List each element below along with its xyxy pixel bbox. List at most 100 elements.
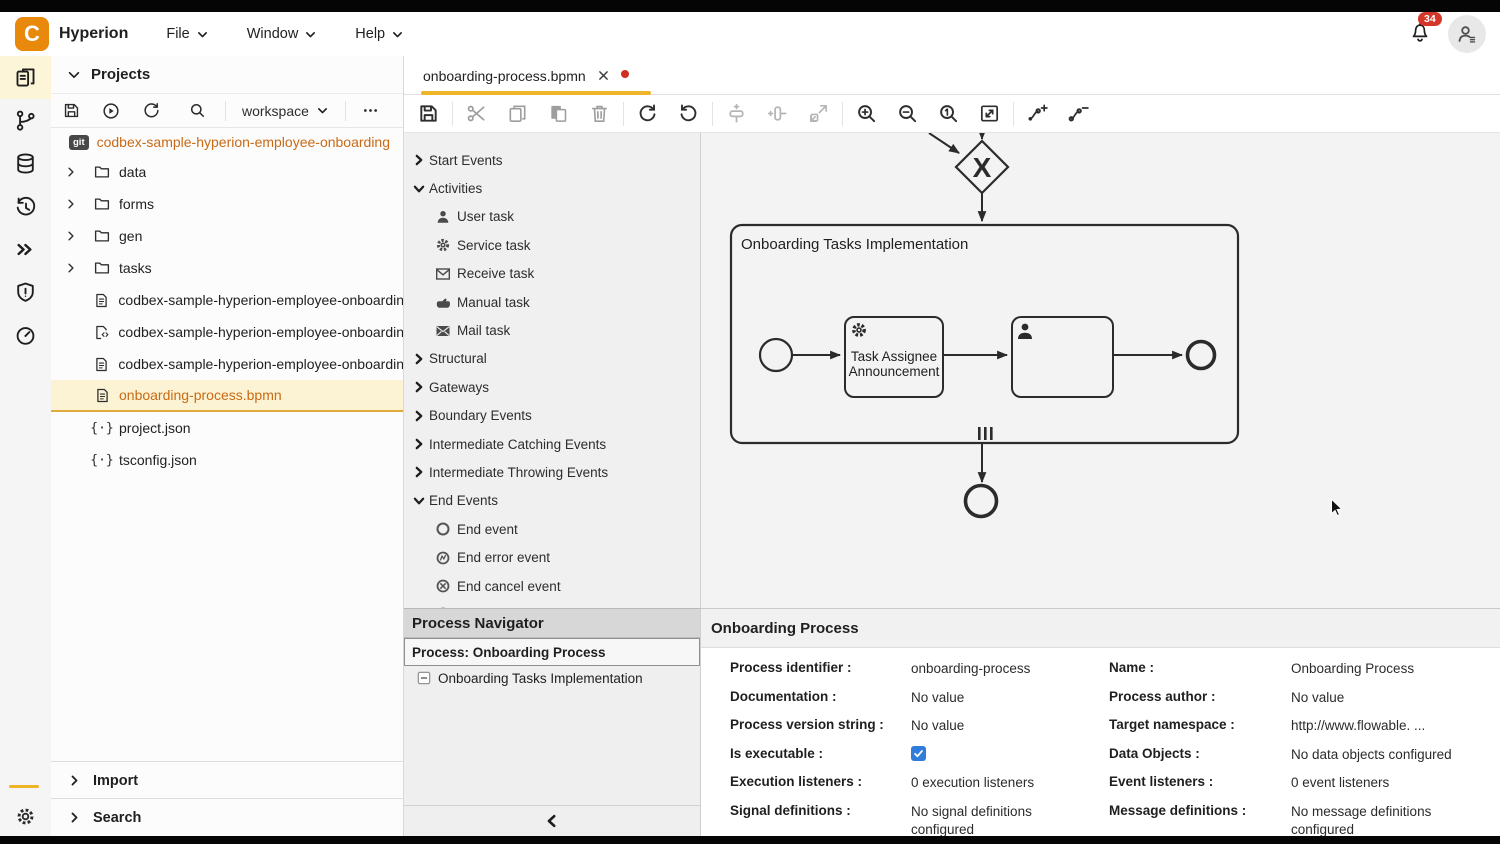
property-value[interactable]: No signal definitions configured bbox=[911, 803, 1061, 839]
menu-window[interactable]: Window bbox=[247, 26, 318, 42]
subprocess-onboarding-tasks[interactable]: Onboarding Tasks Implementation bbox=[731, 225, 1238, 443]
palette-group-structural[interactable]: Structural bbox=[404, 345, 700, 373]
user-task[interactable] bbox=[1012, 317, 1113, 397]
palette-item-end-terminate-event[interactable]: End terminate event bbox=[404, 600, 700, 608]
notifications-button[interactable]: 34 bbox=[1408, 21, 1434, 47]
task-label-line2: Announcement bbox=[849, 364, 940, 379]
navigator-item-subprocess[interactable]: Onboarding Tasks Implementation bbox=[404, 666, 700, 690]
zoom-actual-button[interactable] bbox=[936, 102, 960, 126]
activity-database-button[interactable] bbox=[0, 142, 51, 185]
palette-item-user-task[interactable]: User task bbox=[404, 203, 700, 231]
palette-item-service-task[interactable]: Service task bbox=[404, 231, 700, 259]
chevron-right-icon[interactable] bbox=[65, 262, 79, 274]
zoom-in-button[interactable] bbox=[854, 102, 878, 126]
refresh-icon[interactable] bbox=[131, 101, 171, 120]
workspace-dropdown[interactable]: workspace bbox=[226, 103, 345, 119]
end-event-outer[interactable] bbox=[966, 486, 997, 517]
end-event-inner[interactable] bbox=[1188, 342, 1215, 369]
close-icon[interactable] bbox=[597, 69, 610, 82]
save-all-button[interactable] bbox=[51, 101, 91, 120]
chevron-right-icon[interactable] bbox=[65, 230, 79, 242]
align-vertical-center-button[interactable] bbox=[724, 102, 748, 126]
palette-item-mail-task[interactable]: Mail task bbox=[404, 316, 700, 344]
cut-button[interactable] bbox=[464, 102, 488, 126]
start-event[interactable] bbox=[760, 339, 792, 371]
property-value[interactable]: onboarding-process bbox=[911, 660, 1101, 678]
tree-file-row[interactable]: codbex-sample-hyperion-employee-onboardi… bbox=[51, 284, 403, 316]
palette-item-end-event[interactable]: End event bbox=[404, 515, 700, 543]
delete-button[interactable] bbox=[587, 102, 611, 126]
search-icon[interactable] bbox=[177, 101, 217, 120]
activity-security-button[interactable] bbox=[0, 271, 51, 314]
property-value[interactable]: 0 event listeners bbox=[1291, 774, 1500, 792]
property-value[interactable]: No value bbox=[911, 689, 1101, 707]
user-avatar-button[interactable] bbox=[1448, 15, 1486, 53]
chevron-right-icon[interactable] bbox=[65, 166, 79, 178]
navigator-root-process[interactable]: Process: Onboarding Process bbox=[404, 638, 700, 666]
property-value[interactable]: 0 execution listeners bbox=[911, 774, 1101, 792]
property-value[interactable]: No message definitions configured bbox=[1291, 803, 1451, 839]
collapse-minus-icon[interactable] bbox=[417, 671, 431, 685]
activity-processes-button[interactable] bbox=[0, 228, 51, 271]
property-value[interactable]: No data objects configured bbox=[1291, 746, 1500, 764]
paste-button[interactable] bbox=[546, 102, 570, 126]
bpmn-canvas[interactable]: X Onboarding Tasks Implementation bbox=[701, 133, 1500, 608]
settings-button[interactable] bbox=[0, 798, 51, 834]
menu-help[interactable]: Help bbox=[355, 26, 404, 42]
projects-header[interactable]: Projects bbox=[51, 56, 403, 94]
exclusive-gateway[interactable]: X bbox=[956, 141, 1008, 193]
fit-to-screen-button[interactable] bbox=[977, 102, 1001, 126]
app-logo[interactable]: C bbox=[15, 17, 49, 51]
sequence-flow-incoming-diagonal[interactable] bbox=[929, 133, 959, 153]
repo-row[interactable]: git codbex-sample-hyperion-employee-onbo… bbox=[51, 128, 403, 156]
palette-group-boundary-events[interactable]: Boundary Events bbox=[404, 402, 700, 430]
search-section[interactable]: Search bbox=[51, 798, 403, 836]
property-value[interactable]: No value bbox=[911, 717, 1101, 735]
same-size-button[interactable] bbox=[806, 102, 830, 126]
palette-group-intermediate-catching[interactable]: Intermediate Catching Events bbox=[404, 430, 700, 458]
tree-file-row[interactable]: {·} project.json bbox=[51, 412, 403, 444]
palette-item-end-error-event[interactable]: End error event bbox=[404, 543, 700, 571]
activity-files-button[interactable] bbox=[0, 56, 51, 99]
property-value[interactable]: Onboarding Process bbox=[1291, 660, 1500, 678]
tree-folder-gen[interactable]: gen bbox=[51, 220, 403, 252]
add-bendpoint-button[interactable] bbox=[1025, 102, 1049, 126]
tree-file-row[interactable]: {·} tsconfig.json bbox=[51, 444, 403, 476]
chevron-right-icon[interactable] bbox=[65, 198, 79, 210]
palette-group-start-events[interactable]: Start Events bbox=[404, 146, 700, 174]
palette-item-end-cancel-event[interactable]: End cancel event bbox=[404, 572, 700, 600]
tree-file-row-selected[interactable]: onboarding-process.bpmn bbox=[51, 380, 403, 412]
tab-onboarding-process[interactable]: onboarding-process.bpmn bbox=[404, 56, 643, 95]
property-value[interactable]: No value bbox=[1291, 689, 1500, 707]
import-section[interactable]: Import bbox=[51, 761, 403, 799]
dock-divider bbox=[9, 785, 39, 788]
activity-git-button[interactable] bbox=[0, 99, 51, 142]
palette-group-end-events[interactable]: End Events bbox=[404, 487, 700, 515]
palette-group-activities[interactable]: Activities bbox=[404, 174, 700, 202]
zoom-out-button[interactable] bbox=[895, 102, 919, 126]
activity-history-button[interactable] bbox=[0, 185, 51, 228]
tree-folder-data[interactable]: data bbox=[51, 156, 403, 188]
menu-file[interactable]: File bbox=[166, 26, 208, 42]
undo-button[interactable] bbox=[676, 102, 700, 126]
more-options-button[interactable] bbox=[351, 101, 391, 120]
palette-group-gateways[interactable]: Gateways bbox=[404, 373, 700, 401]
align-horizontal-center-button[interactable] bbox=[765, 102, 789, 126]
publish-button[interactable] bbox=[91, 101, 131, 121]
tree-folder-forms[interactable]: forms bbox=[51, 188, 403, 220]
palette-item-manual-task[interactable]: Manual task bbox=[404, 288, 700, 316]
redo-button[interactable] bbox=[635, 102, 659, 126]
remove-bendpoint-button[interactable] bbox=[1066, 102, 1090, 126]
tree-folder-tasks[interactable]: tasks bbox=[51, 252, 403, 284]
activity-metrics-button[interactable] bbox=[0, 314, 51, 357]
collapse-panel-button[interactable] bbox=[404, 805, 700, 836]
is-executable-checkbox[interactable] bbox=[911, 746, 1101, 761]
service-task-assignee-announcement[interactable]: Task Assignee Announcement bbox=[845, 317, 943, 397]
save-button[interactable] bbox=[416, 102, 440, 126]
palette-item-receive-task[interactable]: Receive task bbox=[404, 260, 700, 288]
tree-file-row[interactable]: codbex-sample-hyperion-employee-onboardi… bbox=[51, 316, 403, 348]
tree-file-row[interactable]: codbex-sample-hyperion-employee-onboardi… bbox=[51, 348, 403, 380]
copy-button[interactable] bbox=[505, 102, 529, 126]
palette-group-intermediate-throwing[interactable]: Intermediate Throwing Events bbox=[404, 458, 700, 486]
property-value[interactable]: http://www.flowable. ... bbox=[1291, 717, 1500, 735]
